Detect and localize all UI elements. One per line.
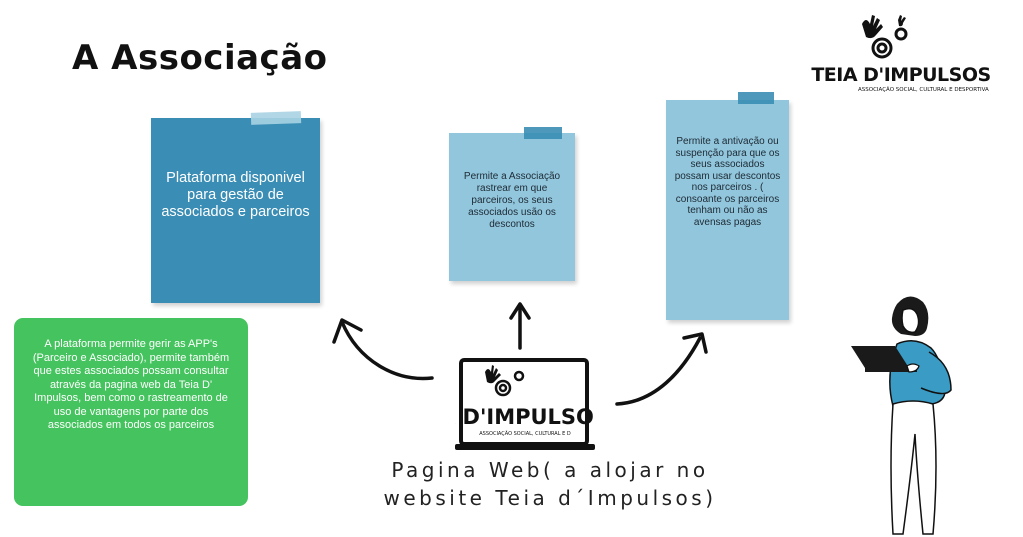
laptop-screen-subtitle: ASSOCIAÇÃO SOCIAL, CULTURAL E D bbox=[479, 430, 571, 437]
caption-line-1: Pagina Web( a alojar no bbox=[391, 458, 709, 482]
arrow-left-head bbox=[332, 318, 363, 344]
laptop-screen-text: A D'IMPULSOS bbox=[455, 405, 595, 429]
laptop-icon: A D'IMPULSOS ASSOCIAÇÃO SOCIAL, CULTURAL… bbox=[439, 358, 609, 450]
logo-name: TEIA D'IMPULSOS bbox=[811, 64, 991, 86]
tape-strip bbox=[738, 92, 774, 104]
note-platform: Plataforma disponivel para gestão de ass… bbox=[151, 111, 320, 303]
hand-spiral-logo-icon bbox=[862, 15, 908, 59]
note-tracking: Permite a Associação rastrear em que par… bbox=[449, 127, 575, 281]
logo: TEIA D'IMPULSOS ASSOCIAÇÃO SOCIAL, CULTU… bbox=[806, 14, 996, 98]
arrow-up-head bbox=[509, 302, 531, 320]
woman-with-laptop-illustration bbox=[851, 296, 952, 535]
info-box: A plataforma permite gerir as APP's (Par… bbox=[14, 318, 248, 506]
web-page-caption: Pagina Web( a alojar no website Teia d´I… bbox=[330, 456, 770, 512]
note-activation-text: Permite a antivação ou suspenção para qu… bbox=[674, 136, 781, 228]
laptop-illustration: A D'IMPULSOS ASSOCIAÇÃO SOCIAL, CULTURAL… bbox=[439, 358, 609, 452]
note-activation: Permite a antivação ou suspenção para qu… bbox=[666, 92, 789, 320]
arrow-right-head bbox=[682, 332, 708, 354]
tape-strip bbox=[524, 127, 562, 139]
info-box-text: A plataforma permite gerir as APP's (Par… bbox=[32, 338, 230, 431]
logo-subtitle: ASSOCIAÇÃO SOCIAL, CULTURAL E DESPORTIVA bbox=[858, 87, 989, 93]
arrow-right bbox=[615, 336, 702, 406]
caption-line-2: website Teia d´Impulsos) bbox=[383, 486, 717, 510]
note-platform-text: Plataforma disponivel para gestão de ass… bbox=[161, 170, 310, 220]
tape-strip bbox=[250, 111, 302, 125]
arrow-left bbox=[340, 320, 434, 381]
page-title: A Associação bbox=[72, 38, 328, 78]
note-tracking-text: Permite a Associação rastrear em que par… bbox=[463, 171, 561, 230]
